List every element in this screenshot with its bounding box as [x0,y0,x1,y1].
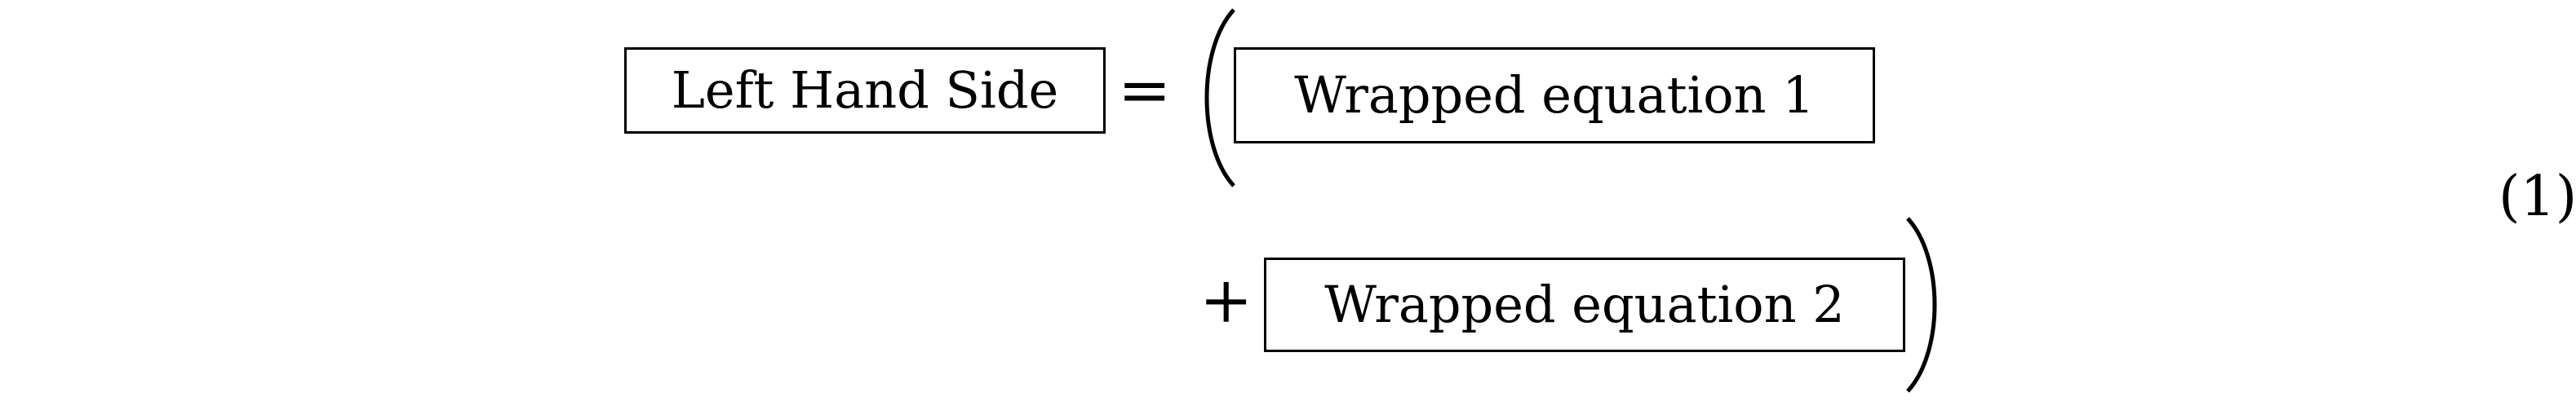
lhs-box: Left Hand Side [624,47,1106,134]
lhs-label: Left Hand Side [671,60,1059,120]
plus-sign: + [1199,264,1253,337]
wrapped-equation-1-label: Wrapped equation 1 [1294,65,1815,125]
left-parenthesis [1204,8,1235,187]
wrapped-equation-2-label: Wrapped equation 2 [1324,275,1845,334]
wrapped-equation-1-box: Wrapped equation 1 [1234,47,1875,143]
equals-sign: = [1118,54,1172,127]
wrapped-equation-2-box: Wrapped equation 2 [1264,258,1905,352]
equation-number: (1) [2498,165,2576,229]
right-parenthesis [1906,217,1937,393]
